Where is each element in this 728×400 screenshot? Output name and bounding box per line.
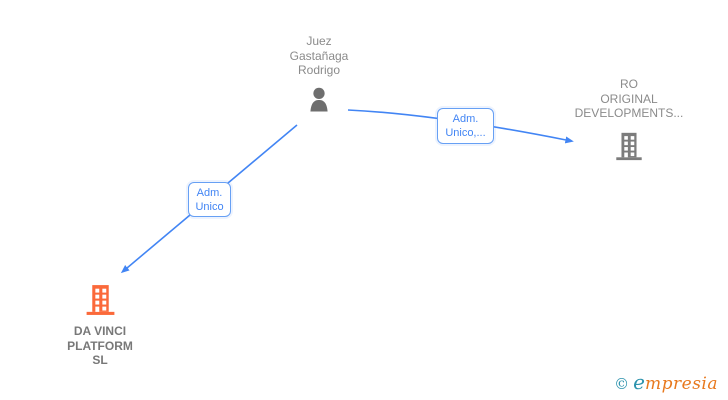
person-name-label: Juez Gastañaga Rodrigo <box>289 34 349 77</box>
node-juez-gastanaga-rodrigo[interactable]: Juez Gastañaga Rodrigo <box>249 34 389 114</box>
edge-label-adm-unico-list: Adm. Unico,... <box>437 108 494 144</box>
building-icon-highlighted <box>86 285 114 315</box>
empresia-logo-initial: e <box>633 370 645 394</box>
empresia-logo[interactable]: ©empresia <box>614 370 718 394</box>
empresia-logo-text: mpresia <box>645 374 718 394</box>
company-name-label: DA VINCI PLATFORM SL <box>67 324 133 367</box>
person-icon <box>310 87 328 112</box>
company-name-label: RO ORIGINAL DEVELOPMENTS... <box>574 77 684 120</box>
building-icon <box>616 132 642 160</box>
copyright-icon: © <box>614 375 630 393</box>
edge-label-adm-unico: Adm. Unico <box>188 182 231 217</box>
node-da-vinci-platform-sl[interactable]: DA VINCI PLATFORM SL <box>40 282 160 368</box>
node-ro-original-developments[interactable]: RO ORIGINAL DEVELOPMENTS... <box>549 77 709 162</box>
